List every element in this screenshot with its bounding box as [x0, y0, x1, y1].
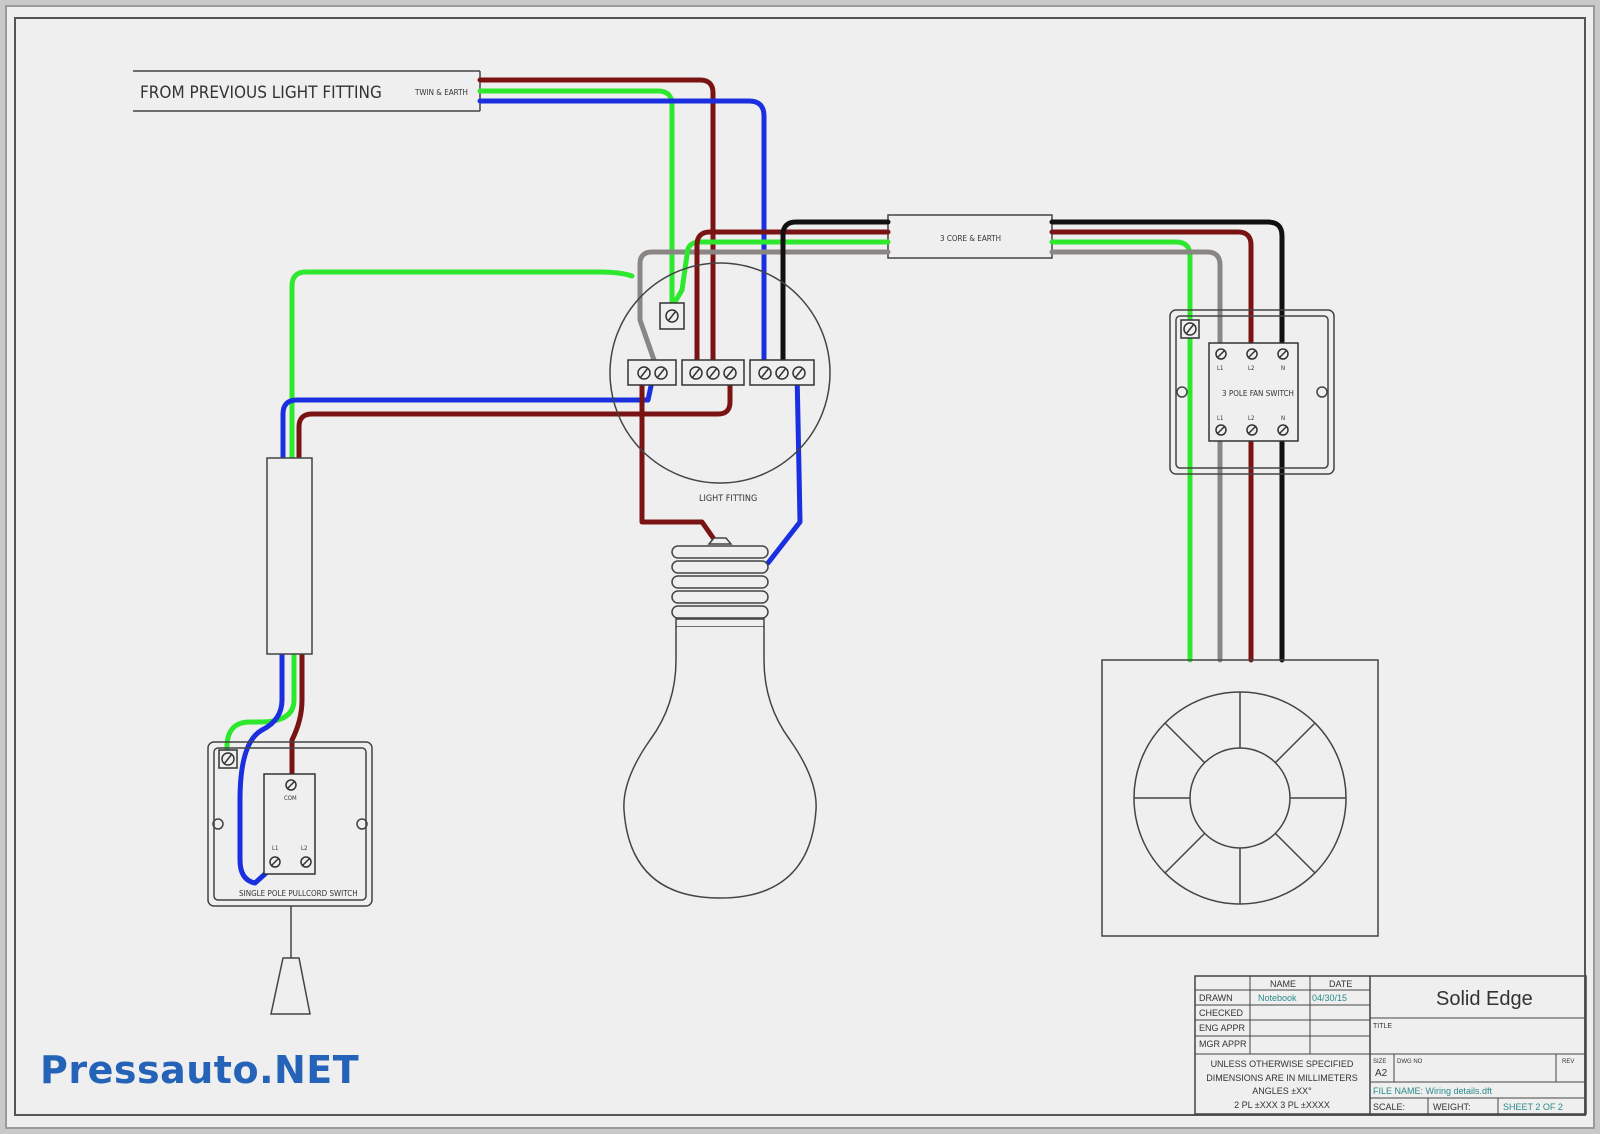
wire-switch-earth: [289, 269, 635, 463]
watermark-text: Pressauto.NET: [40, 1048, 360, 1092]
tb-note-3: ANGLES ±XX°: [1252, 1086, 1312, 1096]
wire-3core-black-right: [1049, 219, 1285, 663]
pull-cord-toggle: [270, 957, 311, 1015]
tb-row-eng-appr: ENG APPR: [1199, 1023, 1246, 1033]
wire-pull-neutral: [237, 650, 285, 886]
light-bulb: [623, 537, 817, 899]
pullcord-l1-text: L1: [272, 845, 278, 852]
wire-3core-live-right: [1049, 229, 1254, 358]
wire-3core-grey-left: [637, 249, 891, 363]
wire-pull-earth: [224, 650, 297, 763]
fan-switch-n-top: N: [1281, 365, 1285, 372]
wire-3core-black-left: [780, 219, 891, 363]
tb-note-2: DIMENSIONS ARE IN MILLIMETERS: [1206, 1073, 1358, 1083]
wire-switch-live: [296, 369, 733, 463]
tb-col-name: NAME: [1270, 979, 1296, 989]
wires: [224, 77, 1285, 886]
light-fitting-text: LIGHT FITTING: [699, 494, 757, 504]
terminal-block-1: [627, 359, 677, 386]
fan-switch-n-bottom: N: [1281, 415, 1285, 422]
pullcord-switch-text: SINGLE POLE PULLCORD SWITCH: [239, 889, 358, 898]
pullcord-l2-text: L2: [301, 845, 307, 852]
wire-3core-grey-right: [1049, 249, 1223, 358]
tb-dwg-no-label: DWG NO: [1397, 1059, 1423, 1065]
from-previous-text: FROM PREVIOUS LIGHT FITTING: [140, 83, 382, 103]
wire-feed-live: [477, 77, 716, 363]
tb-company: Solid Edge: [1436, 988, 1533, 1010]
tb-note-4: 2 PL ±XXX 3 PL ±XXXX: [1234, 1100, 1330, 1110]
fan-switch: L1 L2 N 3 POLE FAN SWITCH L1 L2 N: [1169, 309, 1335, 475]
fan-switch-l1-top: L1: [1217, 365, 1223, 372]
wire-feed-neutral: [477, 98, 767, 363]
wire-pull-live: [289, 650, 305, 788]
tb-drawn-date: 04/30/15: [1312, 993, 1347, 1003]
wire-3core-live-left: [694, 229, 891, 363]
wire-3core-earth-right: [1049, 239, 1193, 663]
pullcord-switch: COM L1 L2 SINGLE POLE PULLCORD SWITCH: [207, 741, 373, 1015]
light-fitting: LIGHT FITTING: [609, 262, 831, 504]
fan-switch-l2-bottom: L2: [1248, 415, 1254, 422]
paper: [5, 5, 1595, 1129]
three-core-text: 3 CORE & EARTH: [940, 234, 1001, 243]
tb-note-1: UNLESS OTHERWISE SPECIFIED: [1211, 1059, 1354, 1069]
tb-col-date: DATE: [1329, 979, 1352, 989]
tb-scale-label: SCALE:: [1373, 1102, 1405, 1112]
fan-switch-l1-bottom: L1: [1217, 415, 1223, 422]
from-previous-cable-label: FROM PREVIOUS LIGHT FITTING TWIN & EARTH: [133, 70, 481, 112]
cable-sleeve: [266, 457, 313, 655]
twin-earth-text: TWIN & EARTH: [414, 88, 468, 97]
extractor-fan: [1101, 659, 1379, 937]
wire-bulb-neutral: [765, 369, 803, 566]
tb-sheet: SHEET 2 OF 2: [1503, 1102, 1563, 1112]
tb-drawn-name: Notebook: [1258, 993, 1297, 1003]
tb-rev-label: REV: [1562, 1059, 1574, 1065]
wire-feed-earth: [477, 88, 675, 305]
fan-switch-l2-top: L2: [1248, 365, 1254, 372]
tb-weight-label: WEIGHT:: [1433, 1102, 1471, 1112]
title-block: NAME DATE DRAWN CHECKED ENG APPR MGR APP…: [1194, 975, 1587, 1115]
tb-row-mgr-appr: MGR APPR: [1199, 1039, 1247, 1049]
tb-size-label: SIZE: [1373, 1059, 1386, 1065]
drawing-border: [14, 17, 1586, 1116]
terminal-screws: [637, 366, 806, 380]
fan-switch-text: 3 POLE FAN SWITCH: [1222, 389, 1294, 398]
pullcord-com-text: COM: [284, 795, 297, 802]
tb-size-value: A2: [1375, 1068, 1388, 1079]
tb-file-name: FILE NAME: Wiring details.dft: [1373, 1086, 1493, 1096]
wire-switch-neutral: [280, 369, 657, 463]
tb-row-drawn: DRAWN: [1199, 993, 1233, 1003]
wire-bulb-live: [639, 369, 719, 545]
three-core-cable-label: 3 CORE & EARTH: [887, 214, 1053, 259]
tb-title-label: TITLE: [1373, 1023, 1392, 1030]
tb-row-checked: CHECKED: [1199, 1008, 1244, 1018]
